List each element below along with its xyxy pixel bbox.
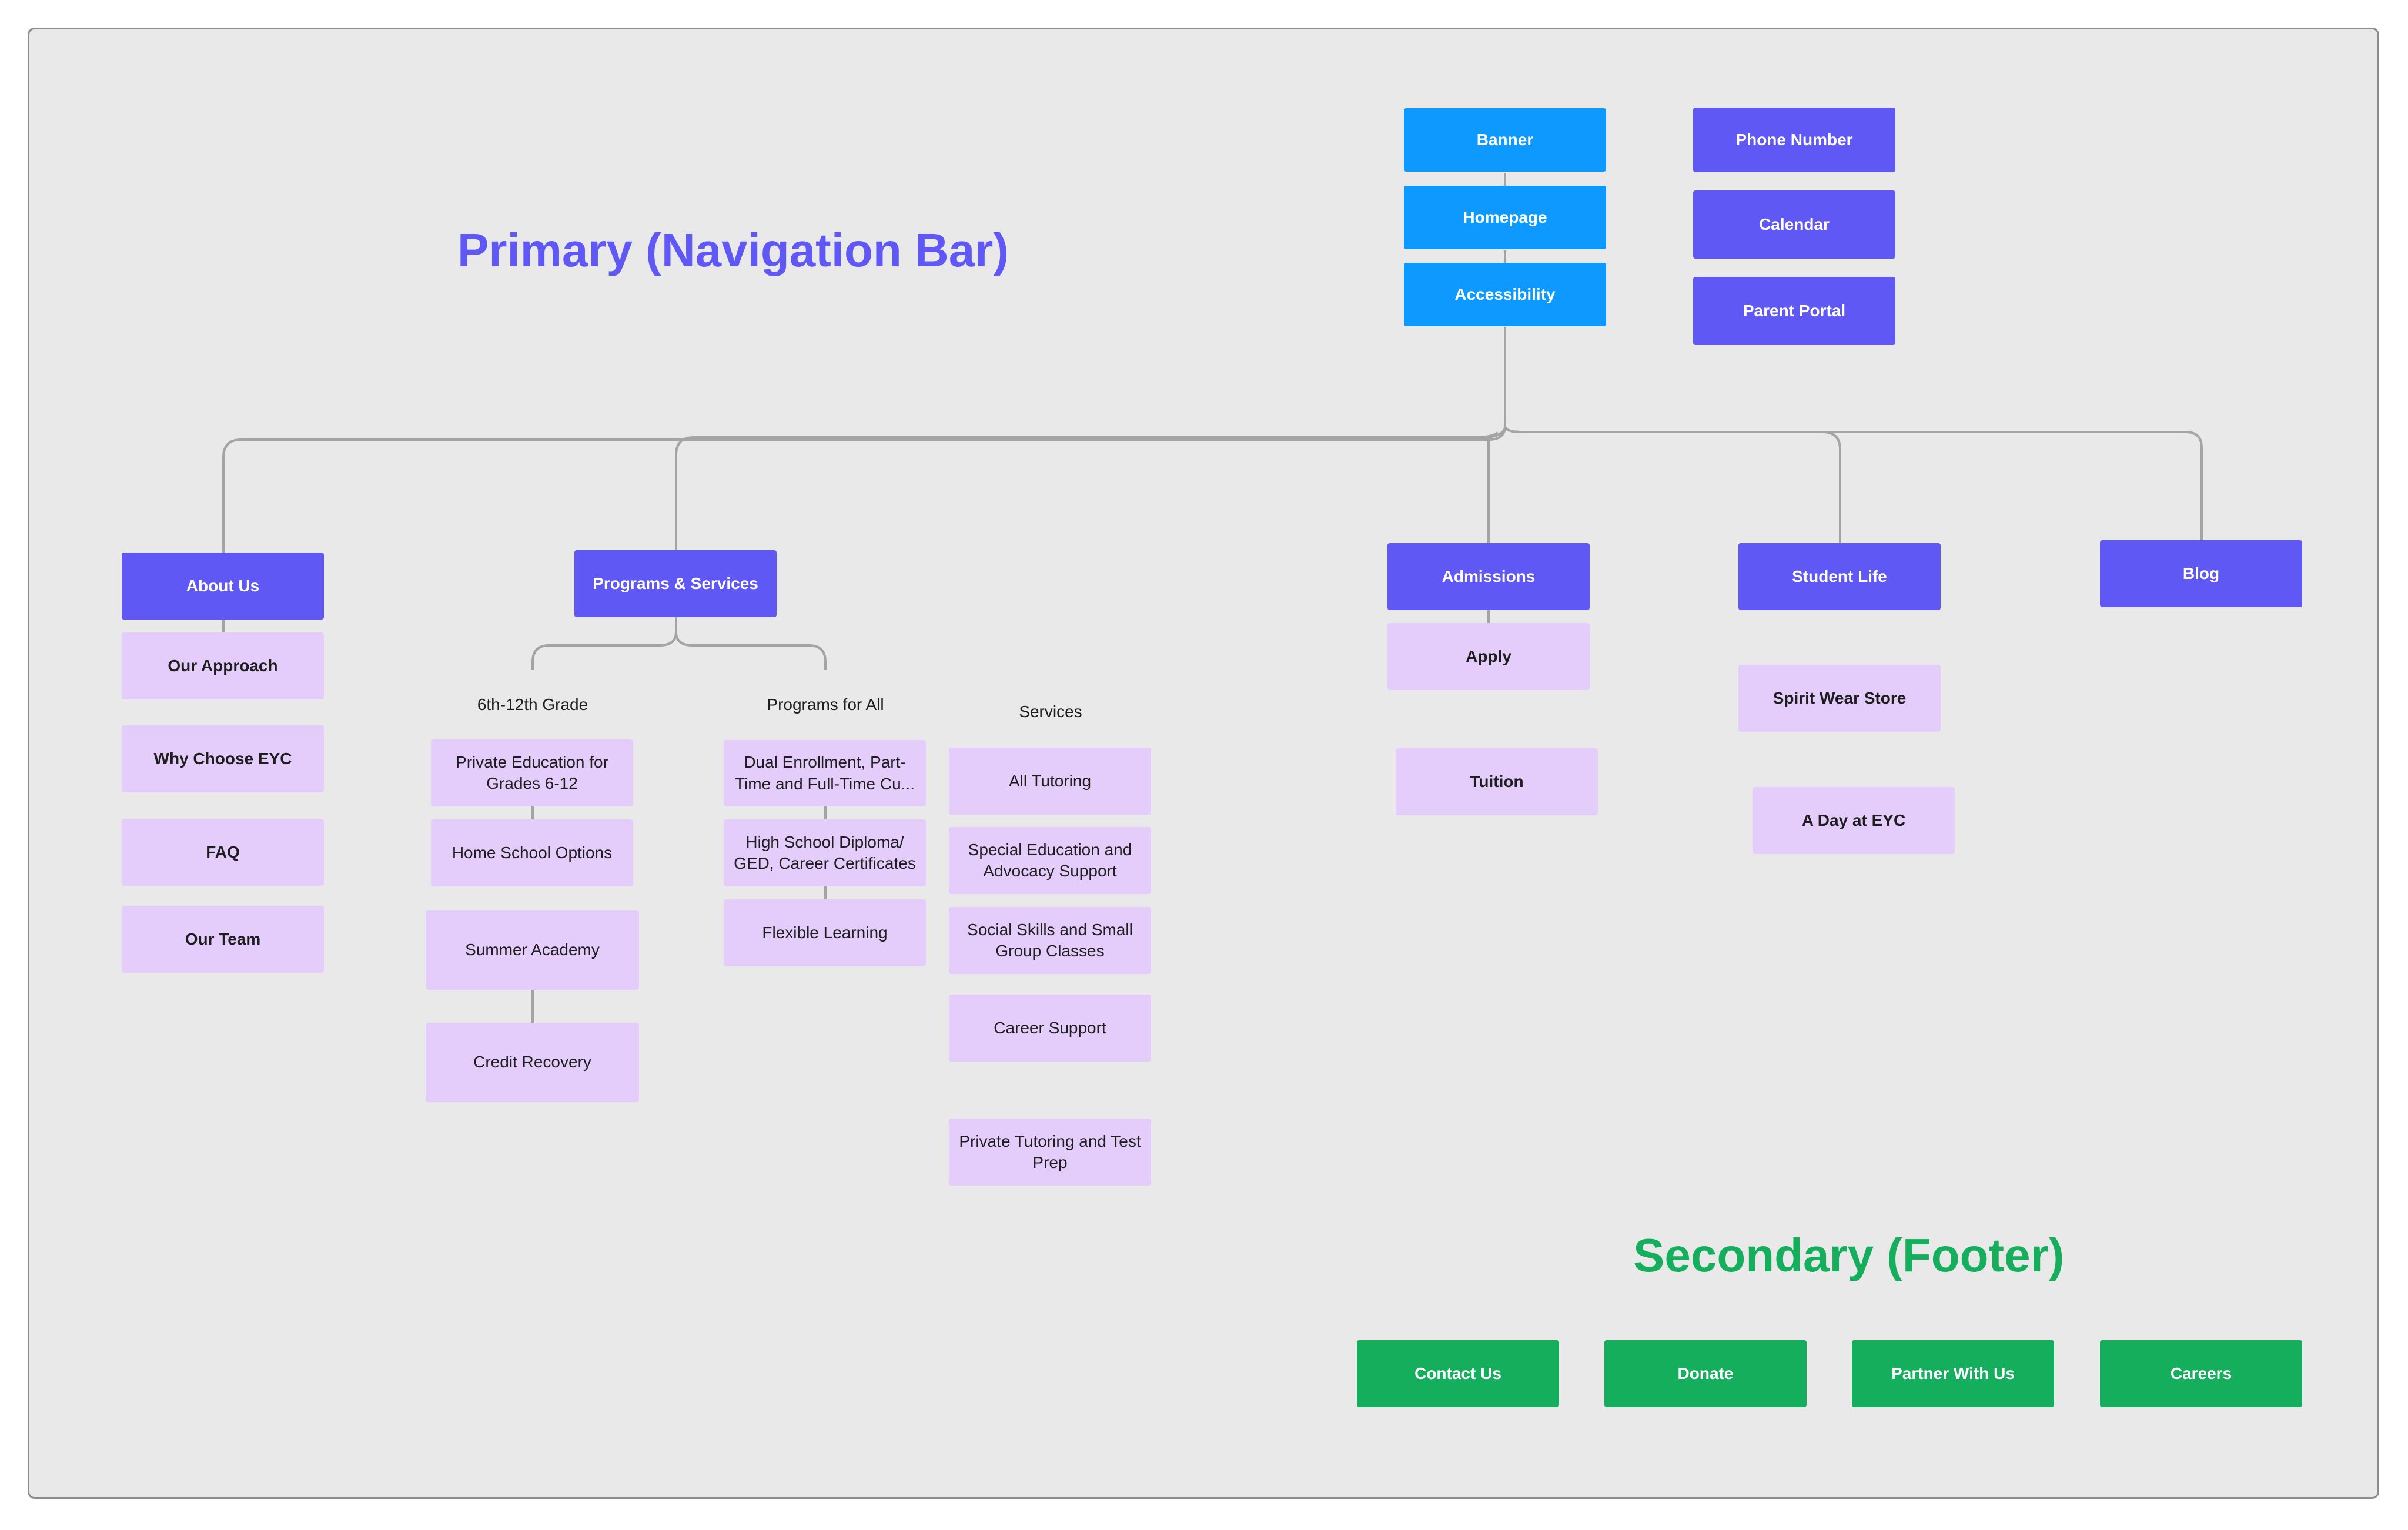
node-tuition: Tuition [1396, 748, 1598, 815]
node-parent-portal: Parent Portal [1693, 277, 1895, 345]
node-phone-number: Phone Number [1693, 108, 1895, 172]
node-dual-enrollment: Dual Enrollment, Part-Time and Full-Time… [724, 740, 926, 806]
node-a-day-at-eyc: A Day at EYC [1753, 787, 1955, 854]
node-partner-with-us: Partner With Us [1852, 1340, 2054, 1407]
node-homepage: Homepage [1404, 186, 1606, 249]
primary-section-title: Primary (Navigation Bar) [457, 224, 1009, 276]
node-high-school-diploma: High School Diploma/ GED, Career Certifi… [724, 819, 926, 886]
node-contact-us: Contact Us [1357, 1340, 1559, 1407]
node-social-skills: Social Skills and Small Group Classes [949, 907, 1151, 974]
secondary-section-title: Secondary (Footer) [1633, 1229, 2065, 1281]
connector-to-programs [675, 431, 1499, 550]
node-career-support: Career Support [949, 995, 1151, 1062]
connector-to-about [222, 426, 1506, 553]
node-dual-enrollment-label: Dual Enrollment, Part-Time and Full-Time… [735, 753, 915, 793]
node-calendar: Calendar [1693, 190, 1895, 259]
node-private-tutoring: Private Tutoring and Test Prep [949, 1119, 1151, 1186]
group-label-grades: 6th-12th Grade [477, 695, 588, 714]
node-all-tutoring: All Tutoring [949, 748, 1151, 815]
node-faq: FAQ [122, 819, 324, 886]
node-our-team: Our Team [122, 906, 324, 973]
node-spirit-wear-store: Spirit Wear Store [1738, 665, 1941, 732]
node-banner: Banner [1404, 108, 1606, 172]
connector-programs-split [531, 617, 677, 670]
node-student-life: Student Life [1738, 543, 1941, 610]
node-apply: Apply [1387, 623, 1590, 690]
node-credit-recovery: Credit Recovery [426, 1023, 639, 1102]
node-why-choose-eyc: Why Choose EYC [122, 725, 324, 792]
node-donate: Donate [1604, 1340, 1807, 1407]
connector-to-admissions [1487, 426, 1506, 543]
node-blog: Blog [2100, 540, 2302, 607]
node-our-approach: Our Approach [122, 632, 324, 699]
node-careers: Careers [2100, 1340, 2302, 1407]
node-programs-services: Programs & Services [574, 550, 777, 617]
connector-programs-split-right [675, 631, 827, 670]
connector-to-student-life [1504, 426, 1841, 543]
node-summer-academy: Summer Academy [426, 910, 639, 990]
node-about-us: About Us [122, 553, 324, 620]
diagram-canvas [28, 28, 2379, 1499]
connector-to-blog [1504, 426, 2203, 541]
group-label-services: Services [1019, 702, 1082, 721]
group-label-programs-for-all: Programs for All [767, 695, 884, 714]
node-accessibility: Accessibility [1404, 263, 1606, 326]
node-admissions: Admissions [1387, 543, 1590, 610]
node-private-education: Private Education for Grades 6-12 [431, 739, 633, 806]
node-special-education: Special Education and Advocacy Support [949, 827, 1151, 894]
node-home-school-options: Home School Options [431, 819, 633, 886]
node-flexible-learning: Flexible Learning [724, 899, 926, 966]
